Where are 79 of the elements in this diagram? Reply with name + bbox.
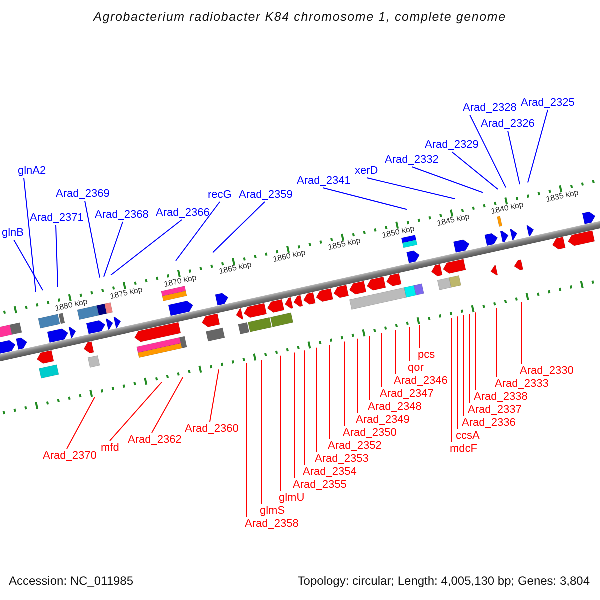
leader-line: [104, 222, 124, 278]
scale-label: 1880 kbp: [54, 296, 90, 314]
scale-label: 1860 kbp: [272, 248, 308, 266]
leader-line: [14, 240, 44, 291]
gene-label: Arad_2347: [380, 387, 434, 401]
leader-line: [366, 178, 456, 200]
gene-label: pcs: [418, 348, 436, 362]
leader-line: [294, 352, 296, 478]
gene-label: Arad_2355: [293, 478, 347, 492]
gene-label: Arad_2326: [481, 117, 535, 131]
gene-label: Arad_2360: [185, 422, 239, 436]
gene-label: Arad_2337: [468, 403, 522, 417]
leader-line: [110, 220, 182, 276]
leader-line: [470, 114, 506, 188]
leader-line: [496, 307, 498, 378]
gene-label: Arad_2349: [356, 413, 410, 427]
gene-label: glnB: [2, 226, 24, 240]
leader-line: [84, 200, 100, 278]
leader-line: [152, 377, 184, 434]
leader-line: [528, 110, 548, 184]
scale-label: 1865 kbp: [217, 260, 254, 278]
leader-line: [280, 355, 282, 492]
leader-line: [66, 396, 96, 450]
gene-label: Arad_2353: [315, 452, 369, 466]
leader-line: [110, 382, 162, 442]
gene-label: Arad_2368: [95, 208, 149, 222]
leader-line: [412, 166, 484, 194]
gene-label: ccsA: [456, 429, 480, 443]
gene-label: Arad_2329: [425, 138, 479, 152]
leader-line: [304, 350, 306, 466]
gene-label: Arad_2350: [343, 426, 397, 440]
scale-label: 1845 kbp: [435, 211, 472, 229]
scale-label: 1875 kbp: [108, 284, 144, 302]
gene-label: Arad_2352: [328, 439, 382, 453]
gene-label: Arad_2359: [239, 188, 293, 202]
gene-label: glmS: [260, 504, 286, 518]
gene-label: Arad_2330: [520, 364, 574, 378]
gene-label: Arad_2362: [128, 433, 182, 447]
gene-label: recG: [208, 188, 232, 202]
scale-label: 1835 kbp: [544, 187, 580, 205]
leader-line: [322, 188, 408, 210]
gene-label: mfd: [101, 441, 120, 455]
gene-label: Arad_2341: [297, 174, 351, 188]
leader-line: [508, 130, 520, 186]
leader-line: [56, 224, 58, 288]
genome-info-text: Topology: circular; Length: 4,005,130 bp; Genes: 3,804: [298, 574, 590, 588]
gene-label: Arad_2370: [43, 449, 97, 463]
leader-line: [246, 362, 248, 518]
gene-label: Arad_2325: [521, 96, 575, 110]
leader-line: [452, 152, 498, 190]
gene-label: Arad_2358: [245, 517, 299, 531]
accession-text: Accession: NC_011985: [9, 574, 134, 588]
scale-label: 1840 kbp: [490, 199, 526, 217]
leader-line: [176, 202, 220, 262]
gene-label: Arad_2371: [30, 211, 84, 225]
gene-label: Arad_2332: [385, 153, 439, 167]
gene-label: qor: [408, 361, 424, 375]
gene-label: Arad_2366: [156, 206, 210, 220]
gene-label: glnA2: [18, 164, 46, 178]
scale-label: 1870 kbp: [162, 272, 199, 290]
leader-line: [212, 202, 266, 254]
scale-label: 1850 kbp: [380, 223, 417, 241]
leader-line: [210, 369, 220, 422]
gene-label: glmU: [279, 491, 305, 505]
gene-label: Arad_2333: [495, 377, 549, 391]
gene-label: Arad_2338: [474, 390, 528, 404]
gene-label: mdcF: [450, 442, 478, 456]
title: Agrobacterium radiobacter K84 chromosome 1, complete genome: [94, 10, 506, 24]
gene-label: Arad_2336: [462, 416, 516, 430]
scale-label: 1855 kbp: [326, 236, 362, 253]
gene-label: Arad_2346: [394, 374, 448, 388]
gene-label: Arad_2369: [56, 187, 110, 201]
leader-line: [24, 178, 36, 292]
gene-label: Arad_2328: [463, 101, 517, 115]
gene-label: xerD: [355, 164, 378, 178]
gene-label: Arad_2348: [368, 400, 422, 414]
leader-line: [344, 341, 346, 426]
leader-line: [316, 347, 318, 452]
gene-label: Arad_2354: [303, 465, 357, 479]
